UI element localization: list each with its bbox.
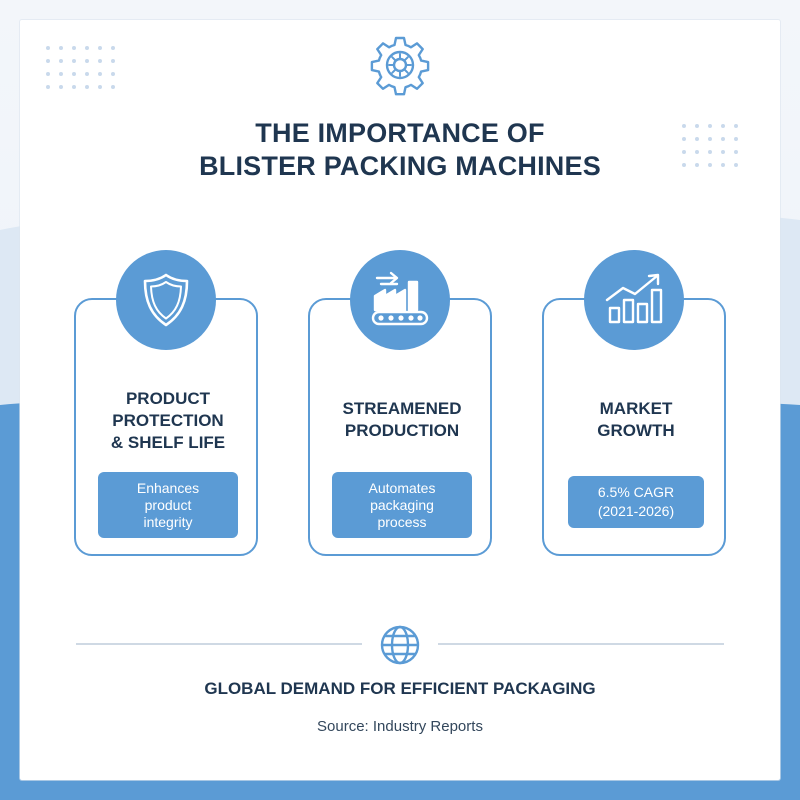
card-title: MARKET GROWTH: [597, 399, 675, 440]
card-icon-circle: [350, 250, 450, 350]
footer-title: GLOBAL DEMAND FOR EFFICIENT PACKAGING: [204, 679, 596, 698]
card-title: PRODUCT PROTECTION & SHELF LIFE: [110, 389, 226, 452]
title-line-1: THE IMPORTANCE OF: [255, 118, 545, 148]
card-detail-badge: 6.5% CAGR (2021-2026): [568, 476, 704, 528]
card-icon-circle: [584, 250, 684, 350]
divider-left: [76, 643, 362, 645]
page-title: THE IMPORTANCE OF BLISTER PACKING MACHIN…: [0, 117, 800, 183]
decorative-dots-right: [682, 124, 738, 167]
shield-icon: [143, 273, 189, 327]
card-detail-badge: Automates packaging process: [332, 472, 472, 538]
globe-icon: [380, 625, 420, 665]
title-line-2: BLISTER PACKING MACHINES: [199, 151, 601, 181]
gear-icon: [370, 36, 430, 96]
card-market-growth: MARKET GROWTH 6.5% CAGR (2021-2026): [542, 298, 726, 556]
card-product-protection: PRODUCT PROTECTION & SHELF LIFE Enhances…: [74, 298, 258, 556]
card-detail-badge: Enhances product integrity: [98, 472, 238, 538]
card-title: STREAMENED PRODUCTION: [342, 399, 462, 440]
decorative-dots-left: [46, 46, 115, 89]
card-icon-circle: [116, 250, 216, 350]
factory-conveyor-icon: [371, 271, 429, 326]
growth-chart-icon: [605, 273, 663, 324]
source-text: Source: Industry Reports: [317, 718, 483, 735]
divider-right: [438, 643, 724, 645]
